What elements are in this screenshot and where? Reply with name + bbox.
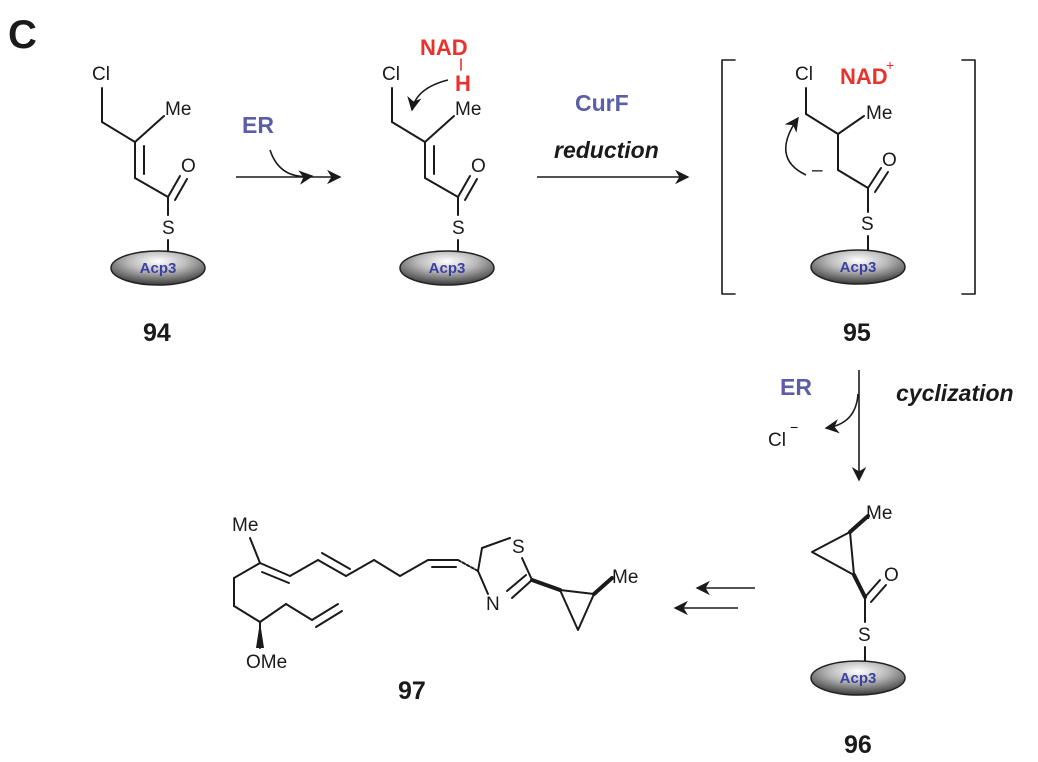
methyl-label: Me: [612, 567, 638, 588]
nad-label: NAD: [420, 35, 468, 60]
sulfur-label: S: [452, 218, 465, 239]
oxygen-label: O: [181, 156, 196, 177]
sulfur-label: S: [512, 537, 525, 558]
compound-96: Me O S Acp3: [810, 503, 906, 696]
compound-label-96: 96: [844, 731, 872, 759]
carrier-protein-ellipse-icon: [810, 660, 906, 696]
carbanion-charge: –: [812, 160, 823, 181]
compound-nadh-complex: NAD H Cl Me O S Acp3: [382, 35, 495, 286]
carrier-label: Acp3: [140, 260, 177, 277]
step2-arrow: CurF reduction: [537, 90, 690, 185]
curved-arrow-icon: [784, 116, 807, 176]
oxygen-label: O: [471, 156, 486, 177]
hydride-label: H: [455, 71, 471, 96]
chlorine-label: Cl: [795, 64, 813, 85]
panel-label: C: [8, 13, 37, 57]
step1-arrow: ER: [236, 112, 342, 185]
oxygen-label: O: [882, 150, 897, 171]
carrier-label: Acp3: [429, 260, 466, 277]
sulfur-label: S: [858, 625, 871, 646]
methyl-label: Me: [165, 99, 191, 120]
compound-94: Cl Me O S Acp3: [92, 64, 206, 286]
oxygen-label: O: [884, 565, 899, 586]
chloride-label: Cl: [768, 430, 786, 451]
curved-arrow-icon: [824, 393, 859, 434]
sulfur-label: S: [162, 218, 175, 239]
methyl-label: Me: [866, 503, 892, 524]
carrier-label: Acp3: [840, 259, 877, 276]
sulfur-label: S: [861, 214, 874, 235]
compound-label-97: 97: [398, 677, 426, 705]
step3-arrow: ER cyclization Cl −: [768, 370, 1014, 482]
chloride-charge: −: [790, 419, 798, 435]
step2-enzyme: CurF: [575, 90, 629, 116]
chlorine-label: Cl: [92, 64, 110, 85]
carrier-protein-ellipse-icon: [810, 249, 906, 285]
step2-condition: reduction: [554, 137, 659, 163]
nad-plus-label: NAD: [840, 64, 888, 89]
methyl-label: Me: [866, 103, 892, 124]
stereo-wedge: [256, 622, 264, 648]
chlorine-label: Cl: [382, 64, 400, 85]
carrier-label: Acp3: [840, 670, 877, 687]
nitrogen-label: N: [486, 594, 500, 615]
nad-plus-charge: +: [886, 57, 894, 73]
step1-enzyme: ER: [242, 112, 274, 138]
step3-enzyme: ER: [780, 374, 812, 400]
compound-95: Cl NAD + Me O – S Acp3: [721, 57, 976, 295]
methyl-label: Me: [232, 515, 258, 536]
carrier-protein-ellipse-icon: [110, 250, 206, 286]
curved-arrow-icon: [407, 79, 449, 112]
compound-label-95: 95: [843, 319, 871, 347]
methoxy-label: OMe: [246, 652, 287, 673]
methyl-label: Me: [455, 99, 481, 120]
compound-97: Me OMe S N: [232, 515, 638, 673]
multistep-arrows: [673, 580, 755, 616]
curved-arrow-icon: [269, 149, 314, 185]
compound-label-94: 94: [143, 319, 171, 347]
carrier-protein-ellipse-icon: [399, 250, 495, 286]
step3-condition: cyclization: [896, 380, 1014, 406]
